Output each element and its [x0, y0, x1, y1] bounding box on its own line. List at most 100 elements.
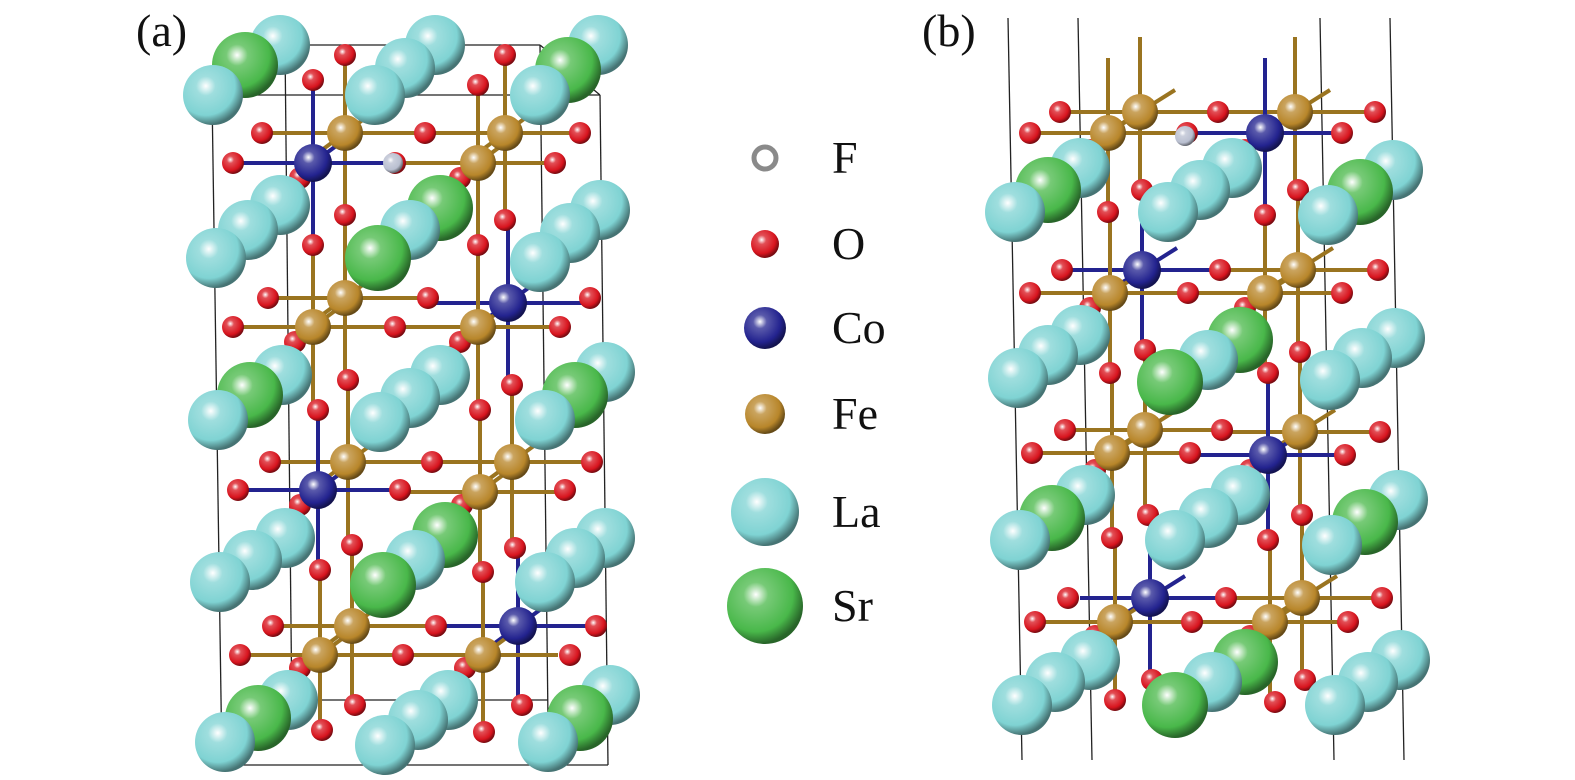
strontium-atom [350, 552, 416, 618]
lanthanum-atom [1138, 182, 1198, 242]
oxygen-atom [1257, 529, 1279, 551]
iron-atom [487, 115, 523, 151]
strontium-atom [345, 225, 411, 291]
oxygen-atom [501, 374, 523, 396]
lanthanum-atom [345, 65, 405, 125]
cobalt-atom [1123, 251, 1161, 289]
iron-atom [295, 309, 331, 345]
oxygen-atom [1364, 101, 1386, 123]
legend-label-co: Co [832, 302, 886, 353]
oxygen-atom [337, 369, 359, 391]
legend-item-fe: Fe [720, 384, 920, 444]
oxygen-atom [1104, 689, 1126, 711]
strontium-atom-icon [727, 568, 803, 644]
oxygen-atom [389, 479, 411, 501]
oxygen-atom [334, 204, 356, 226]
iron-atom [302, 637, 338, 673]
oxygen-atom [569, 122, 591, 144]
iron-atom [1092, 275, 1128, 311]
oxygen-atom [1291, 504, 1313, 526]
cobalt-atom [1249, 436, 1287, 474]
oxygen-atom [311, 719, 333, 741]
legend-label-sr: Sr [832, 580, 873, 631]
oxygen-atom [302, 234, 324, 256]
oxygen-atom [417, 287, 439, 309]
oxygen-atom [467, 74, 489, 96]
fluorine-atom [383, 153, 403, 173]
lanthanum-atom [1298, 185, 1358, 245]
oxygen-atom [1051, 259, 1073, 281]
iron-atom [1127, 412, 1163, 448]
lanthanum-atom [1302, 515, 1362, 575]
panel-label-b: (b) [922, 5, 976, 56]
lanthanum-atom [190, 552, 250, 612]
oxygen-atom [1367, 259, 1389, 281]
legend-label-o: O [832, 218, 866, 269]
oxygen-atom [259, 451, 281, 473]
legend-item-la: La [720, 478, 920, 546]
lanthanum-atom [188, 390, 248, 450]
oxygen-atom [1264, 691, 1286, 713]
oxygen-atom [1215, 587, 1237, 609]
oxygen-atom [1331, 282, 1353, 304]
iron-atom [460, 309, 496, 345]
lanthanum-atom [515, 552, 575, 612]
oxygen-atom [544, 152, 566, 174]
oxygen-atom [384, 316, 406, 338]
oxygen-atom [467, 234, 489, 256]
oxygen-atom [392, 644, 414, 666]
iron-atom [334, 608, 370, 644]
oxygen-atom [1097, 201, 1119, 223]
lanthanum-atom [510, 65, 570, 125]
oxygen-atom [1049, 101, 1071, 123]
oxygen-atom [549, 316, 571, 338]
oxygen-atom [257, 287, 279, 309]
oxygen-atom [421, 451, 443, 473]
oxygen-atom [1287, 179, 1309, 201]
iron-atom [1097, 604, 1133, 640]
oxygen-atom [1289, 341, 1311, 363]
oxygen-atom [579, 287, 601, 309]
lanthanum-atom [985, 182, 1045, 242]
legend-item-f: F [720, 128, 920, 188]
lanthanum-atom [1300, 350, 1360, 410]
legend-label-la: La [832, 486, 881, 537]
iron-atom [1122, 94, 1158, 130]
oxygen-atom [473, 721, 495, 743]
oxygen-atom [1099, 362, 1121, 384]
iron-atom [1094, 435, 1130, 471]
oxygen-atom [1177, 282, 1199, 304]
oxygen-atom [251, 122, 273, 144]
lanthanum-atom [1145, 510, 1205, 570]
oxygen-atom [222, 152, 244, 174]
cobalt-atom [294, 144, 332, 182]
lanthanum-atom [510, 232, 570, 292]
oxygen-atom [494, 44, 516, 66]
oxygen-atom [302, 69, 324, 91]
lanthanum-atom [988, 348, 1048, 408]
oxygen-atom [504, 537, 526, 559]
oxygen-atom [472, 561, 494, 583]
oxygen-atom [469, 399, 491, 421]
oxygen-atom [1257, 362, 1279, 384]
oxygen-atom [494, 209, 516, 231]
lanthanum-atom [355, 715, 415, 775]
iron-atom [460, 145, 496, 181]
fluorine-atom [1175, 126, 1195, 146]
lanthanum-atom [183, 65, 243, 125]
oxygen-atom [1254, 204, 1276, 226]
oxygen-atom [307, 399, 329, 421]
oxygen-atom [1334, 444, 1356, 466]
oxygen-atom [511, 694, 533, 716]
oxygen-atom [414, 122, 436, 144]
legend-item-sr: Sr [720, 568, 920, 644]
oxygen-atom [1179, 442, 1201, 464]
iron-atom-icon [745, 394, 785, 434]
cobalt-atom [1131, 579, 1169, 617]
oxygen-atom [425, 615, 447, 637]
oxygen-atom [227, 479, 249, 501]
legend-item-o: O [720, 214, 920, 274]
oxygen-atom [1294, 669, 1316, 691]
iron-atom [1280, 252, 1316, 288]
